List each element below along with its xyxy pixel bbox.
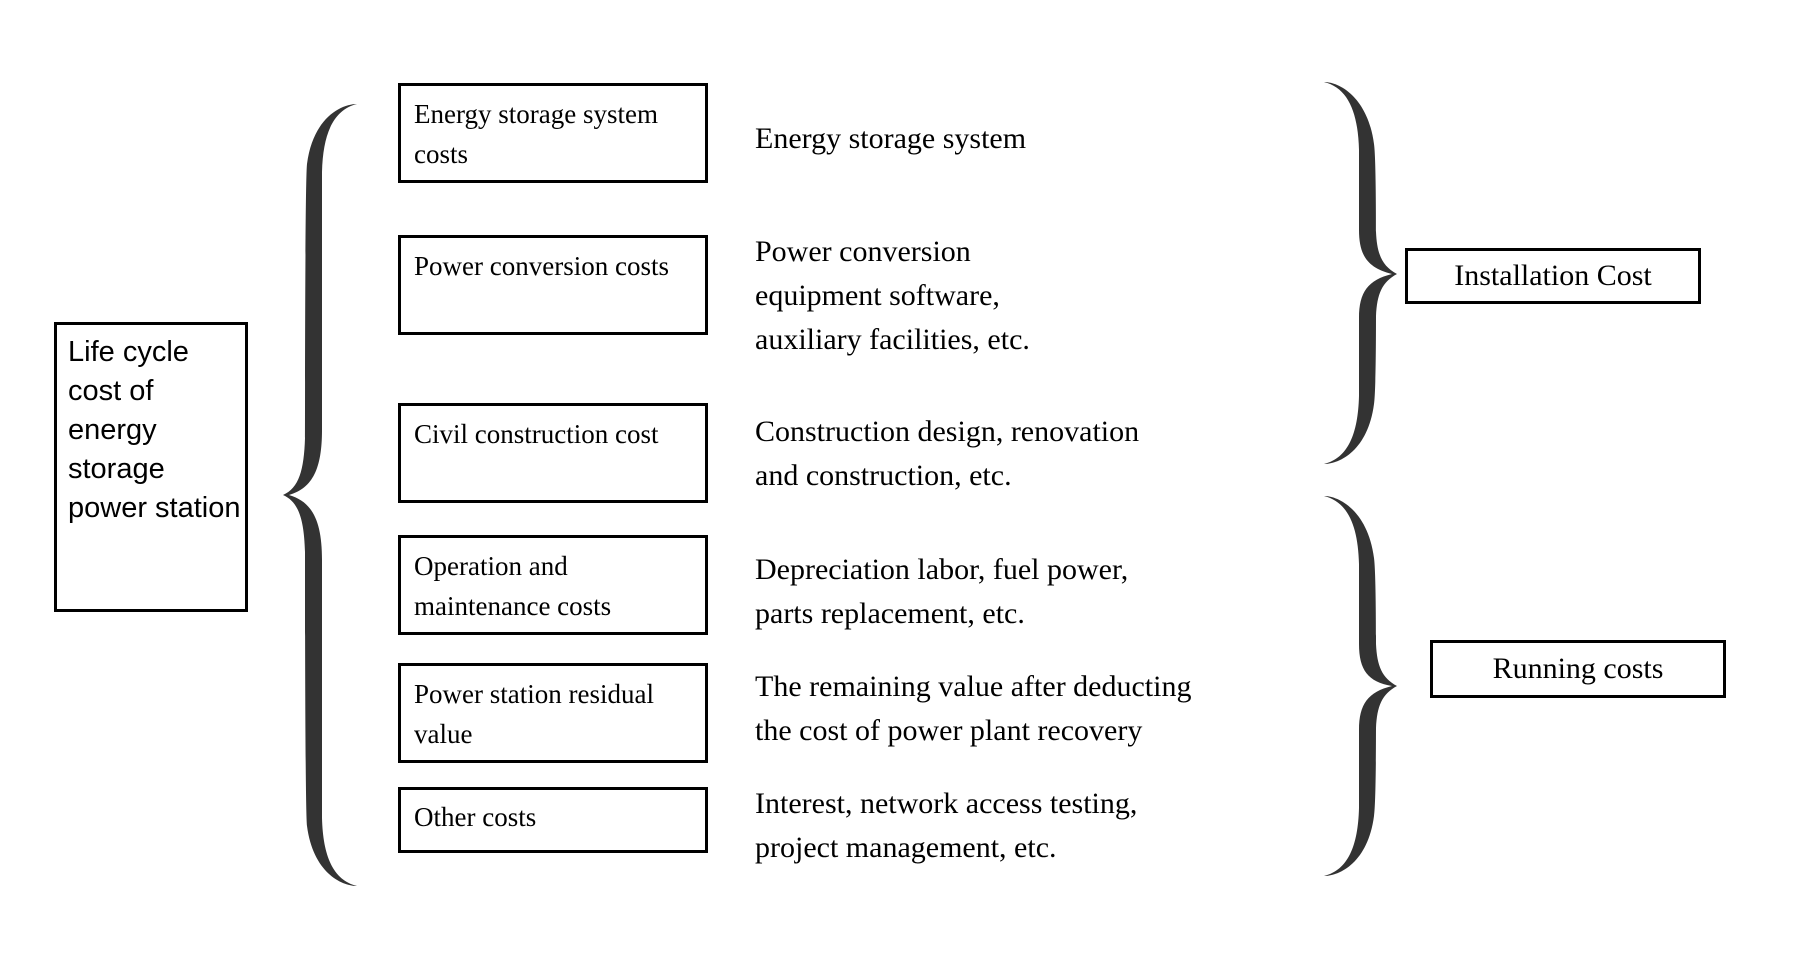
- group-box-running-costs: Running costs: [1430, 640, 1726, 698]
- left-grouping-brace: [283, 100, 363, 890]
- category-box-operation-and-maintenance-costs: Operation and maintenance costs: [398, 535, 708, 635]
- group-box-installation-cost: Installation Cost: [1405, 248, 1701, 304]
- category-box-other-costs: Other costs: [398, 787, 708, 853]
- description-civil-construction: Construction design, renovation and cons…: [755, 415, 1140, 492]
- description-other-costs: Interest, network access testing, projec…: [755, 787, 1138, 864]
- description-energy-storage-system: Energy storage system: [755, 122, 1027, 155]
- category-box-power-station-residual-value: Power station residual value: [398, 663, 708, 763]
- category-box-power-conversion-costs: Power conversion costs: [398, 235, 708, 335]
- description-operation-maintenance: Depreciation labor, fuel power, parts re…: [755, 553, 1129, 630]
- description-power-conversion: Power conversion equipment software, aux…: [755, 235, 1030, 356]
- category-box-energy-storage-system-costs: Energy storage system costs: [398, 83, 708, 183]
- running-costs-brace: [1322, 492, 1397, 880]
- root-node-life-cycle-cost: Life cycle cost of energy storage power …: [54, 322, 248, 612]
- installation-cost-brace: [1322, 78, 1397, 468]
- description-residual-value: The remaining value after deducting the …: [755, 670, 1192, 747]
- category-box-civil-construction-cost: Civil construction cost: [398, 403, 708, 503]
